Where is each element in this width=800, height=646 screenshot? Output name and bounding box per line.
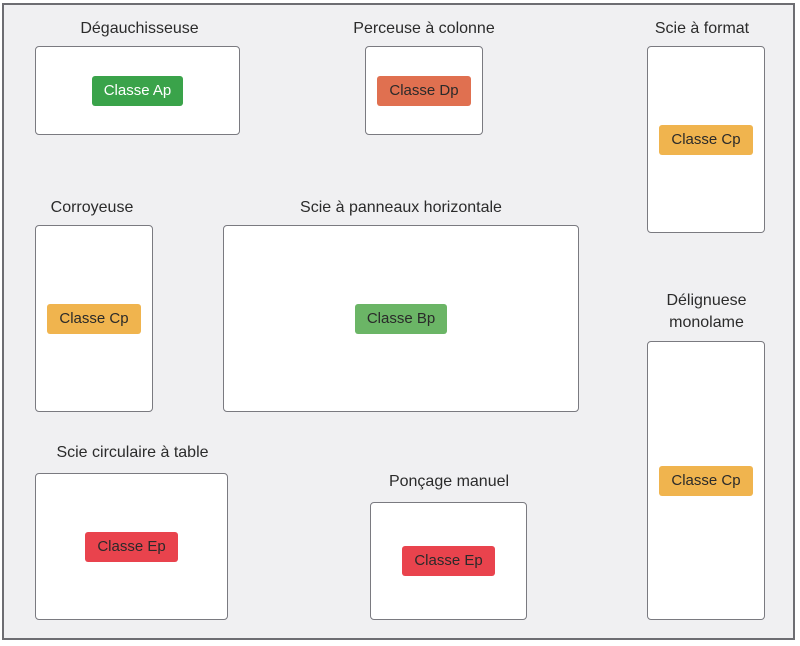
class-badge-scie-panneaux: Classe Bp xyxy=(354,303,448,334)
machine-label-scie-circulaire: Scie circulaire à table xyxy=(56,444,209,461)
machine-box-corroyeuse: Classe Cp xyxy=(35,225,153,412)
class-badge-poncage: Classe Ep xyxy=(402,546,495,576)
machine-label-delignuese: Délignuese monolame xyxy=(666,292,747,331)
class-badge-delignuese: Classe Cp xyxy=(659,465,753,496)
class-badge-corroyeuse: Classe Cp xyxy=(47,303,141,334)
workshop-floor-plan: Dégauchisseuse Classe Ap Perceuse à colo… xyxy=(2,3,795,640)
machine-box-scie-circulaire: Classe Ep xyxy=(35,473,228,620)
machine-label-corroyeuse: Corroyeuse xyxy=(50,199,134,216)
machine-box-poncage: Classe Ep xyxy=(370,502,527,620)
machine-box-delignuese: Classe Cp xyxy=(647,341,765,620)
machine-box-degauchisseuse: Classe Ap xyxy=(35,46,240,135)
machine-box-scie-panneaux: Classe Bp xyxy=(223,225,579,412)
machine-box-scie-format: Classe Cp xyxy=(647,46,765,233)
class-badge-scie-format: Classe Cp xyxy=(659,124,753,155)
machine-label-poncage: Ponçage manuel xyxy=(388,473,510,490)
class-badge-degauchisseuse: Classe Ap xyxy=(91,75,184,106)
machine-label-scie-panneaux: Scie à panneaux horizontale xyxy=(300,199,502,216)
class-badge-perceuse-colonne: Classe Dp xyxy=(377,75,471,106)
machine-label-perceuse-colonne: Perceuse à colonne xyxy=(353,20,495,37)
class-badge-scie-circulaire: Classe Ep xyxy=(85,531,178,562)
machine-box-perceuse-colonne: Classe Dp xyxy=(365,46,483,135)
machine-label-degauchisseuse: Dégauchisseuse xyxy=(80,20,199,37)
machine-label-scie-format: Scie à format xyxy=(654,20,750,37)
